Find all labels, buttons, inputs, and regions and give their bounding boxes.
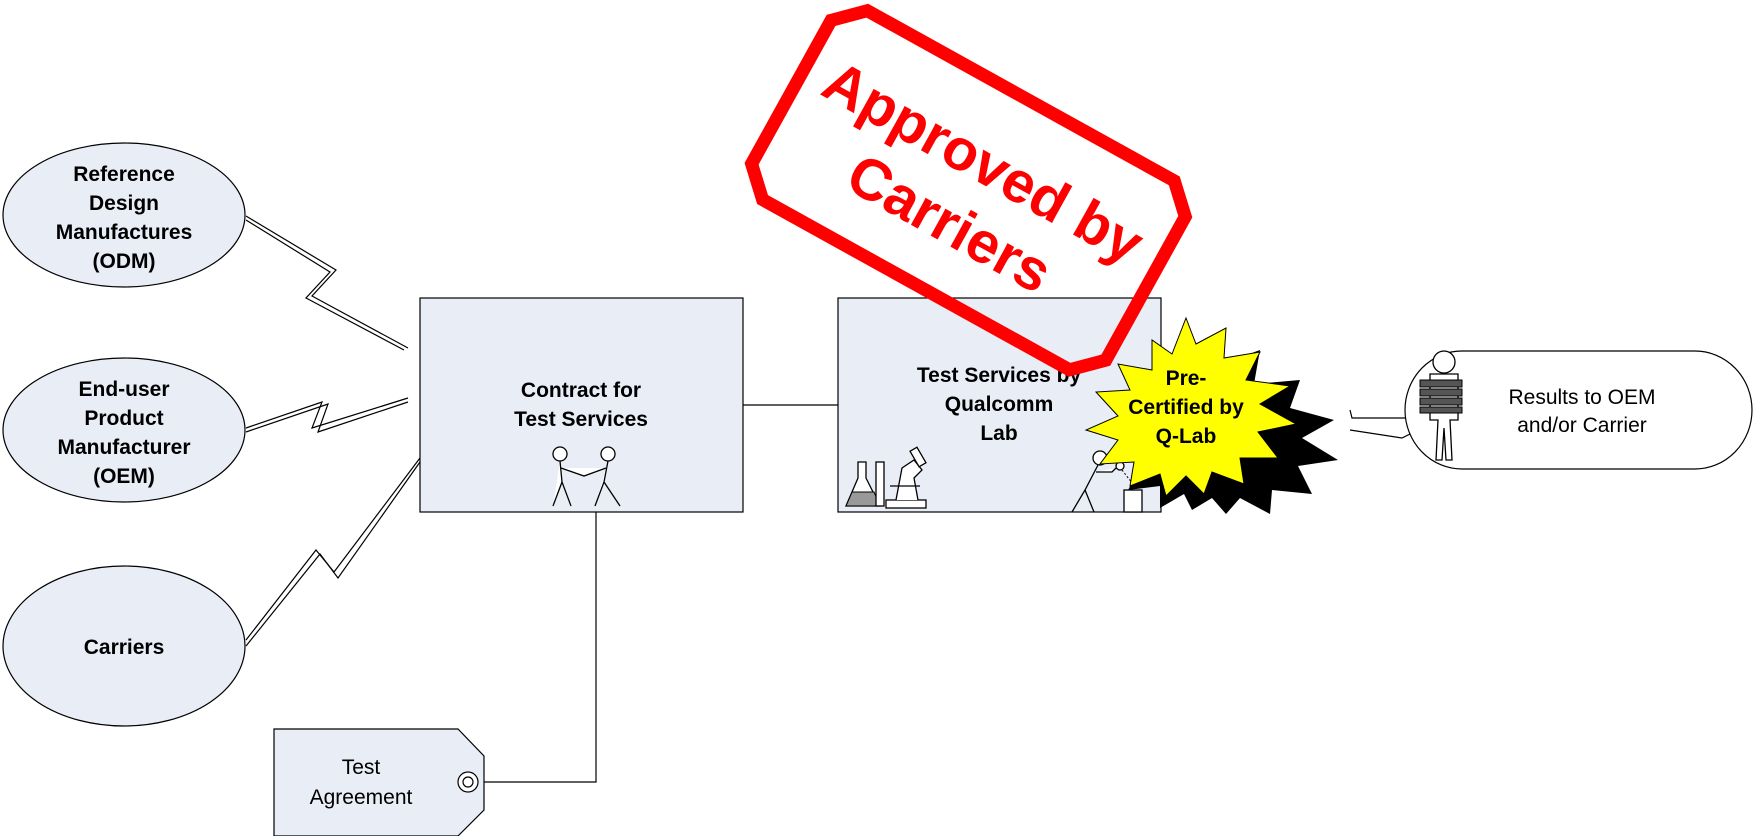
- burst-label-1: Pre-: [1166, 367, 1207, 390]
- odm-label-2: Design: [89, 192, 159, 215]
- source-carriers[interactable]: Carriers: [2, 565, 246, 727]
- test-services-label-2: Qualcomm: [945, 393, 1054, 416]
- carriers-ellipse: [2, 565, 246, 727]
- contract-label-1: Contract for: [521, 379, 641, 402]
- contract-to-agreement-connector: [484, 512, 597, 783]
- odm-label-3: Manufactures: [56, 221, 193, 244]
- odm-ellipse: [2, 142, 246, 288]
- lightning-connector-oem: [245, 401, 409, 433]
- test-services-label-3: Lab: [980, 422, 1017, 445]
- contract-box-rect: [419, 297, 744, 513]
- oem-label-1: End-user: [78, 378, 169, 401]
- connectors: [245, 215, 1419, 783]
- odm-label-4: (ODM): [93, 250, 156, 273]
- burst-label-2: Certified by: [1128, 396, 1244, 419]
- contract-label-2: Test Services: [514, 408, 648, 431]
- inspector-icon: [1071, 450, 1143, 513]
- microscope-icon: [885, 446, 927, 509]
- odm-label-1: Reference: [73, 163, 175, 186]
- source-oem[interactable]: End-user Product Manufacturer (OEM): [2, 357, 246, 503]
- stamp-frame: [744, 3, 1193, 377]
- burst-label-3: Q-Lab: [1156, 425, 1217, 448]
- test-agreement-tag[interactable]: Test Agreement: [273, 728, 485, 836]
- test-services-box[interactable]: Test Services by Qualcomm Lab: [837, 297, 1162, 513]
- agreement-label-1: Test: [342, 756, 381, 779]
- precertified-burst: Pre- Certified by Q-Lab: [1084, 316, 1338, 514]
- oem-label-3: Manufacturer: [57, 436, 190, 459]
- burst-to-results-connector-2: [1349, 429, 1419, 439]
- agreement-label-2: Agreement: [310, 786, 413, 809]
- source-odm[interactable]: Reference Design Manufactures (ODM): [2, 142, 246, 288]
- lab-glassware-icon: [845, 461, 885, 507]
- tag-hole-inner: [462, 776, 474, 788]
- burst-body: [1084, 316, 1298, 497]
- lightning-connector-carriers: [245, 461, 421, 647]
- results-terminator-shape: [1404, 350, 1753, 470]
- oem-label-2: Product: [84, 407, 163, 430]
- lightning-connector-oem-outline: [245, 397, 409, 429]
- contract-box[interactable]: Contract for Test Services: [419, 297, 744, 513]
- lightning-connector-odm: [245, 215, 409, 349]
- lightning-connector-odm-outline: [245, 219, 405, 351]
- lightning-connector-carriers-outline: [245, 457, 421, 641]
- agreement-tag-shape: [273, 728, 485, 836]
- results-box[interactable]: Results to OEM and/or Carrier: [1404, 350, 1753, 470]
- handshake-icon: [552, 446, 621, 507]
- oem-label-4: (OEM): [93, 465, 155, 488]
- results-label-1: Results to OEM: [1508, 386, 1655, 409]
- test-services-label-1: Test Services by: [917, 364, 1082, 387]
- carriers-label: Carriers: [84, 636, 165, 659]
- results-label-2: and/or Carrier: [1517, 414, 1647, 437]
- oem-ellipse: [2, 357, 246, 503]
- person-with-documents-icon: [1419, 350, 1463, 461]
- burst-to-results-connector: [1349, 409, 1418, 419]
